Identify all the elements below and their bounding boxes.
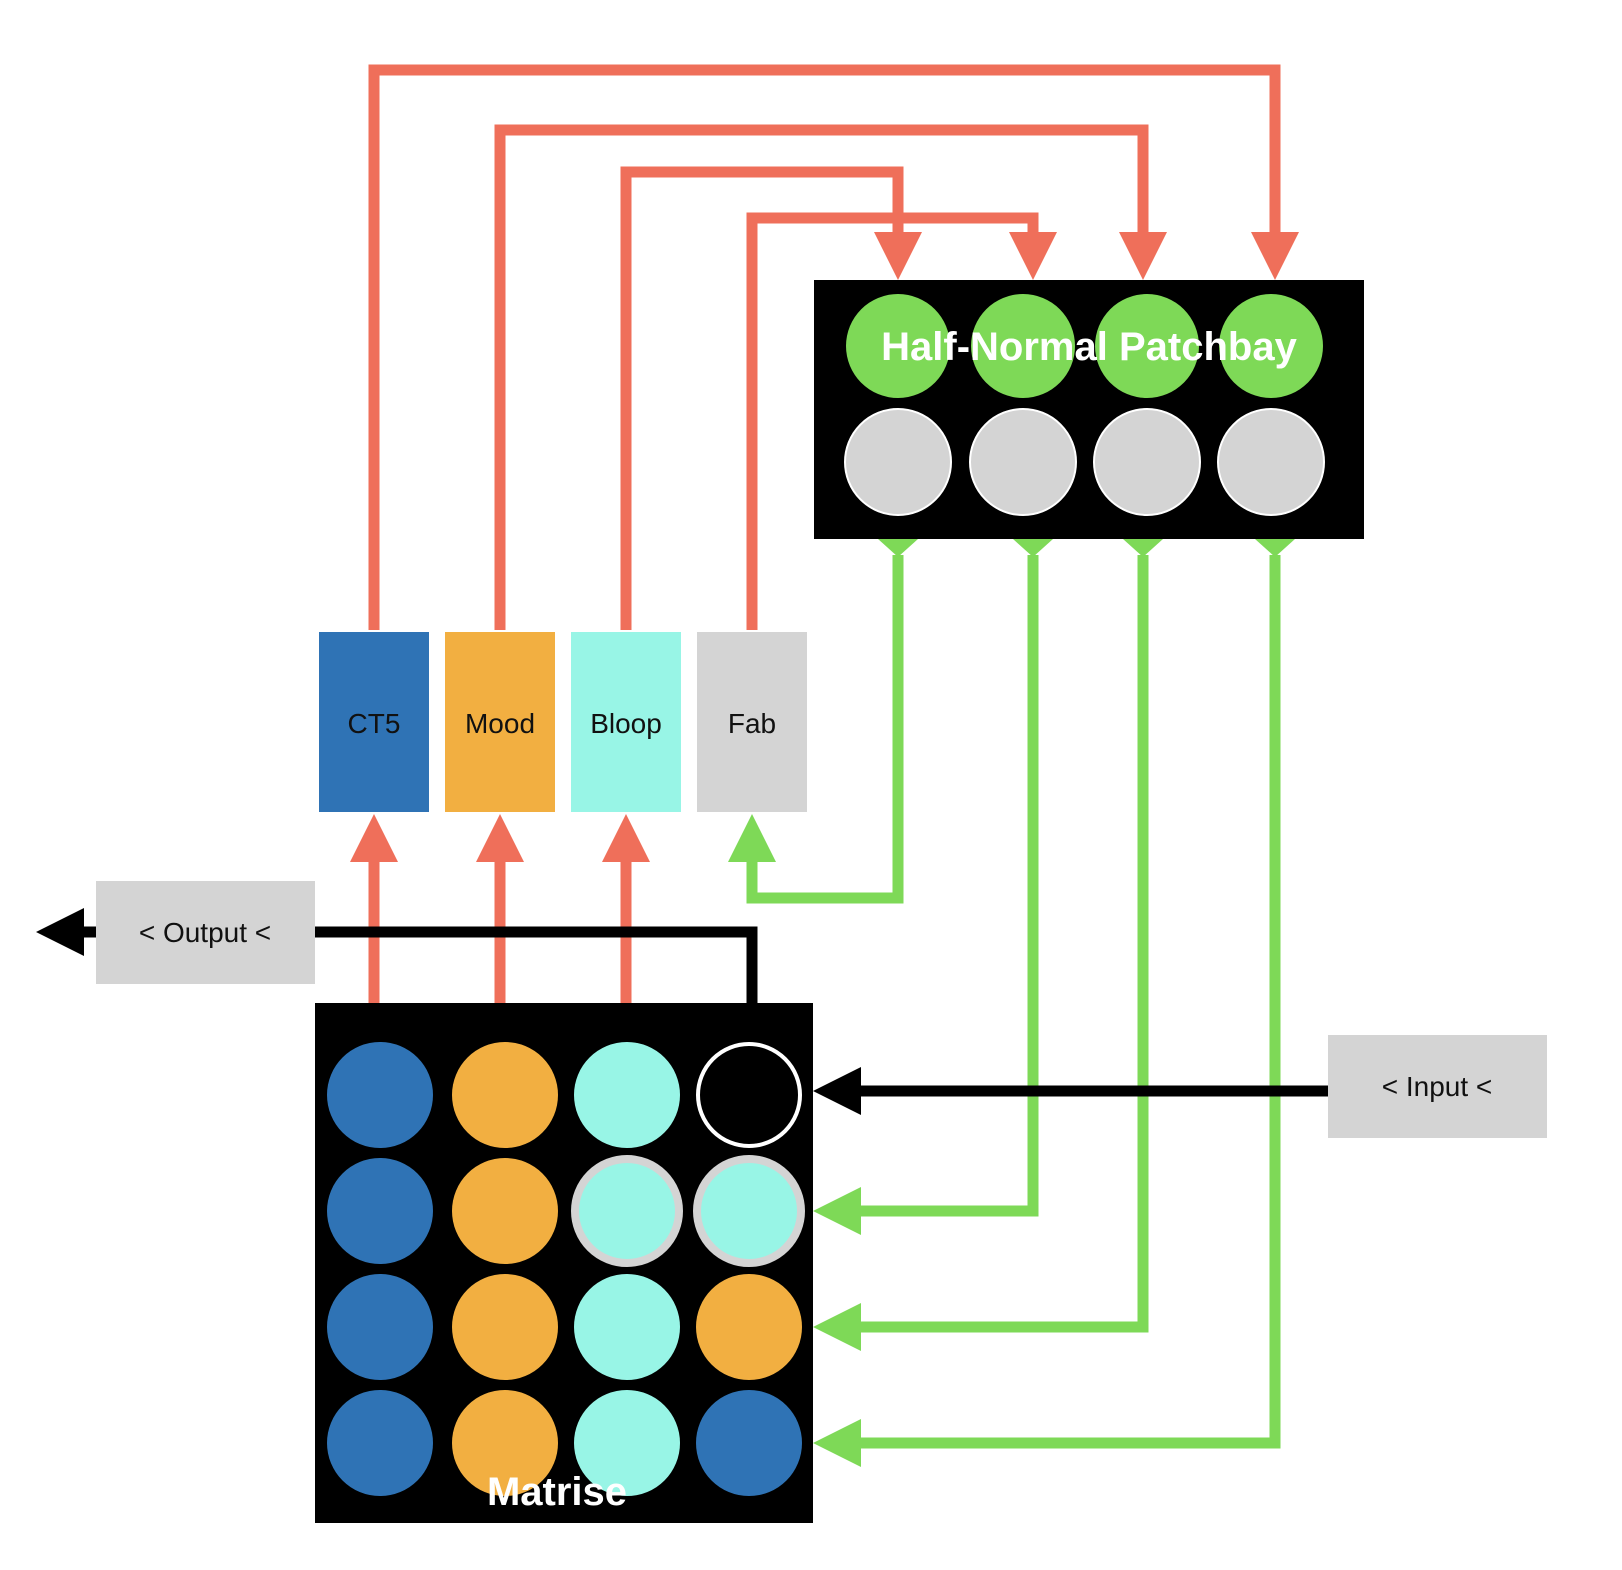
patchbay-bottom-jack [844, 408, 952, 516]
module-fab-label: Fab [728, 708, 776, 739]
arrowhead-fab [728, 814, 776, 862]
wire-patchbay-to-row2 [858, 555, 1039, 1217]
patchbay-title: Half-Normal Patchbay [881, 325, 1297, 369]
output-box-bg [96, 881, 315, 984]
matrix-cell-mood [452, 1158, 558, 1264]
module-bloop-box [571, 632, 681, 812]
patchbay-top-jack [1095, 294, 1199, 398]
patchbay-out-notch-1 [878, 539, 918, 557]
patchbay-out-notch-3 [1123, 539, 1163, 557]
module-bloop: Bloop [571, 632, 681, 812]
matrix-cell-ct5 [327, 1042, 433, 1148]
arrowhead-bloop [602, 814, 650, 862]
matrix-cell-bloop [574, 1274, 680, 1380]
arrowhead-patchbay-3 [1119, 232, 1167, 280]
wire-fab-to-patchbay [746, 212, 1039, 630]
matrix-cell-ct5 [696, 1390, 802, 1496]
module-mood-label: Mood [465, 708, 535, 739]
matrix-cell-mood [452, 1274, 558, 1380]
input-box-bg [1328, 1035, 1547, 1138]
matrix-title: Matrise [487, 1470, 627, 1514]
wire-patchbay-to-row4 [858, 555, 1281, 1449]
matrix-cell-mood [452, 1042, 558, 1148]
matrix-cell-ct5 [327, 1390, 433, 1496]
wire-matrix-to-output [315, 926, 758, 1003]
arrowhead-row4 [813, 1419, 861, 1467]
module-fab-box [697, 632, 807, 812]
output-label: < Output < [139, 917, 271, 948]
arrowhead-mood [476, 814, 524, 862]
matrix-cell-bloop-selected [571, 1155, 683, 1267]
patchbay-bottom-jack [1217, 408, 1325, 516]
wires-layer [36, 64, 1328, 1467]
module-ct5-label: CT5 [348, 708, 401, 739]
module-bloop-label: Bloop [590, 708, 662, 739]
arrowhead-row2 [813, 1187, 861, 1235]
wire-bloop-to-patchbay [620, 166, 904, 630]
patchbay: Half-Normal Patchbay [814, 280, 1364, 539]
matrix-cell-bloop [574, 1390, 680, 1496]
arrowhead-ct5 [350, 814, 398, 862]
matrix-cell-ct5 [327, 1274, 433, 1380]
module-ct5: CT5 [319, 632, 429, 812]
module-mood: Mood [445, 632, 555, 812]
matrix: Matrise [315, 1003, 813, 1523]
patchbay-top-jack [1219, 294, 1323, 398]
matrix-cell-bloop-selected [693, 1155, 805, 1267]
patchbay-bottom-jack [969, 408, 1077, 516]
input-label: < Input < [1382, 1071, 1493, 1102]
patchbay-top-jack [846, 294, 950, 398]
wire-patchbay-to-row3 [858, 555, 1149, 1333]
patchbay-jacks [844, 294, 1325, 516]
matrix-cell-bloop [574, 1042, 680, 1148]
input-box: < Input < [1328, 1035, 1547, 1138]
output-box: < Output < [96, 881, 315, 984]
wire-patchbay-to-fab [746, 555, 904, 904]
wire-ct5-to-patchbay [368, 64, 1281, 630]
arrowhead-patchbay-4 [1251, 232, 1299, 280]
module-ct5-box [319, 632, 429, 812]
patchbay-top-jack [971, 294, 1075, 398]
matrix-cell-empty [696, 1042, 802, 1148]
patchbay-bottom-jack [1093, 408, 1201, 516]
modules: CT5 Mood Bloop Fab [319, 632, 807, 812]
matrix-cells [327, 1042, 805, 1496]
arrowhead-patchbay-2 [1009, 232, 1057, 280]
matrix-cell-mood [696, 1274, 802, 1380]
module-fab: Fab [697, 632, 807, 812]
arrowhead-output [36, 908, 84, 956]
matrix-cell-mood [452, 1390, 558, 1496]
arrowhead-patchbay-1 [874, 232, 922, 280]
arrowhead-row3 [813, 1303, 861, 1351]
module-mood-box [445, 632, 555, 812]
arrowhead-input [813, 1067, 861, 1115]
wire-mood-to-patchbay [494, 124, 1149, 630]
patchbay-out-notch-4 [1255, 539, 1295, 557]
matrix-cell-ct5 [327, 1158, 433, 1264]
patchbay-out-notch-2 [1013, 539, 1053, 557]
